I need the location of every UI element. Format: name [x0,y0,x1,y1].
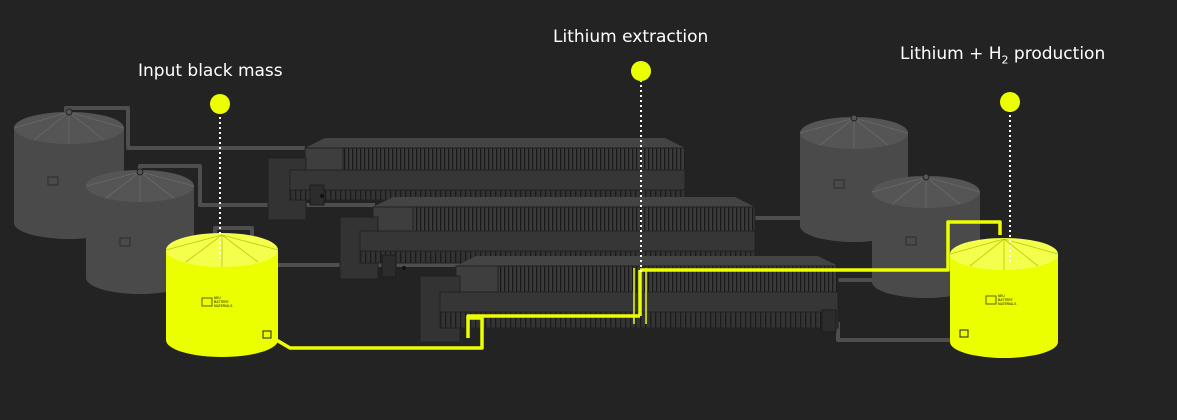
reactor-back [267,138,686,221]
tank-brand-line3: MATERIALS [214,304,232,308]
tank-brand-line1: NEU [998,294,1005,298]
label-production-prefix: Lithium + H [900,44,1002,64]
tank-brand-line2: BATTERY [998,298,1014,302]
label-input-black-mass: Input black mass [138,61,283,81]
yellow-pipe-return [466,314,640,338]
callout-lines [219,80,1011,275]
marker-dot-extraction[interactable] [631,61,651,81]
marker-dot-input[interactable] [210,94,230,114]
tank-input-yellow: NEU BATTERY MATERIALS [165,233,279,357]
tank-brand-line3: MATERIALS [998,302,1016,306]
yellow-pipes [267,220,1002,350]
yellow-pipe-product [640,220,1002,272]
pipe-3 [213,226,460,267]
label-production-subscript: 2 [1001,53,1009,67]
tank-brand-line2: BATTERY [214,300,230,304]
tank-brand-line1: NEU [214,296,221,300]
label-production-suffix: production [1008,44,1106,64]
yellow-valve [633,268,647,324]
label-lithium-h2-production: Lithium + H2 production [900,44,1105,66]
marker-dot-production[interactable] [1000,92,1020,112]
tank-output-yellow: NEU BATTERY MATERIALS [949,238,1059,358]
label-lithium-extraction: Lithium extraction [553,27,709,47]
